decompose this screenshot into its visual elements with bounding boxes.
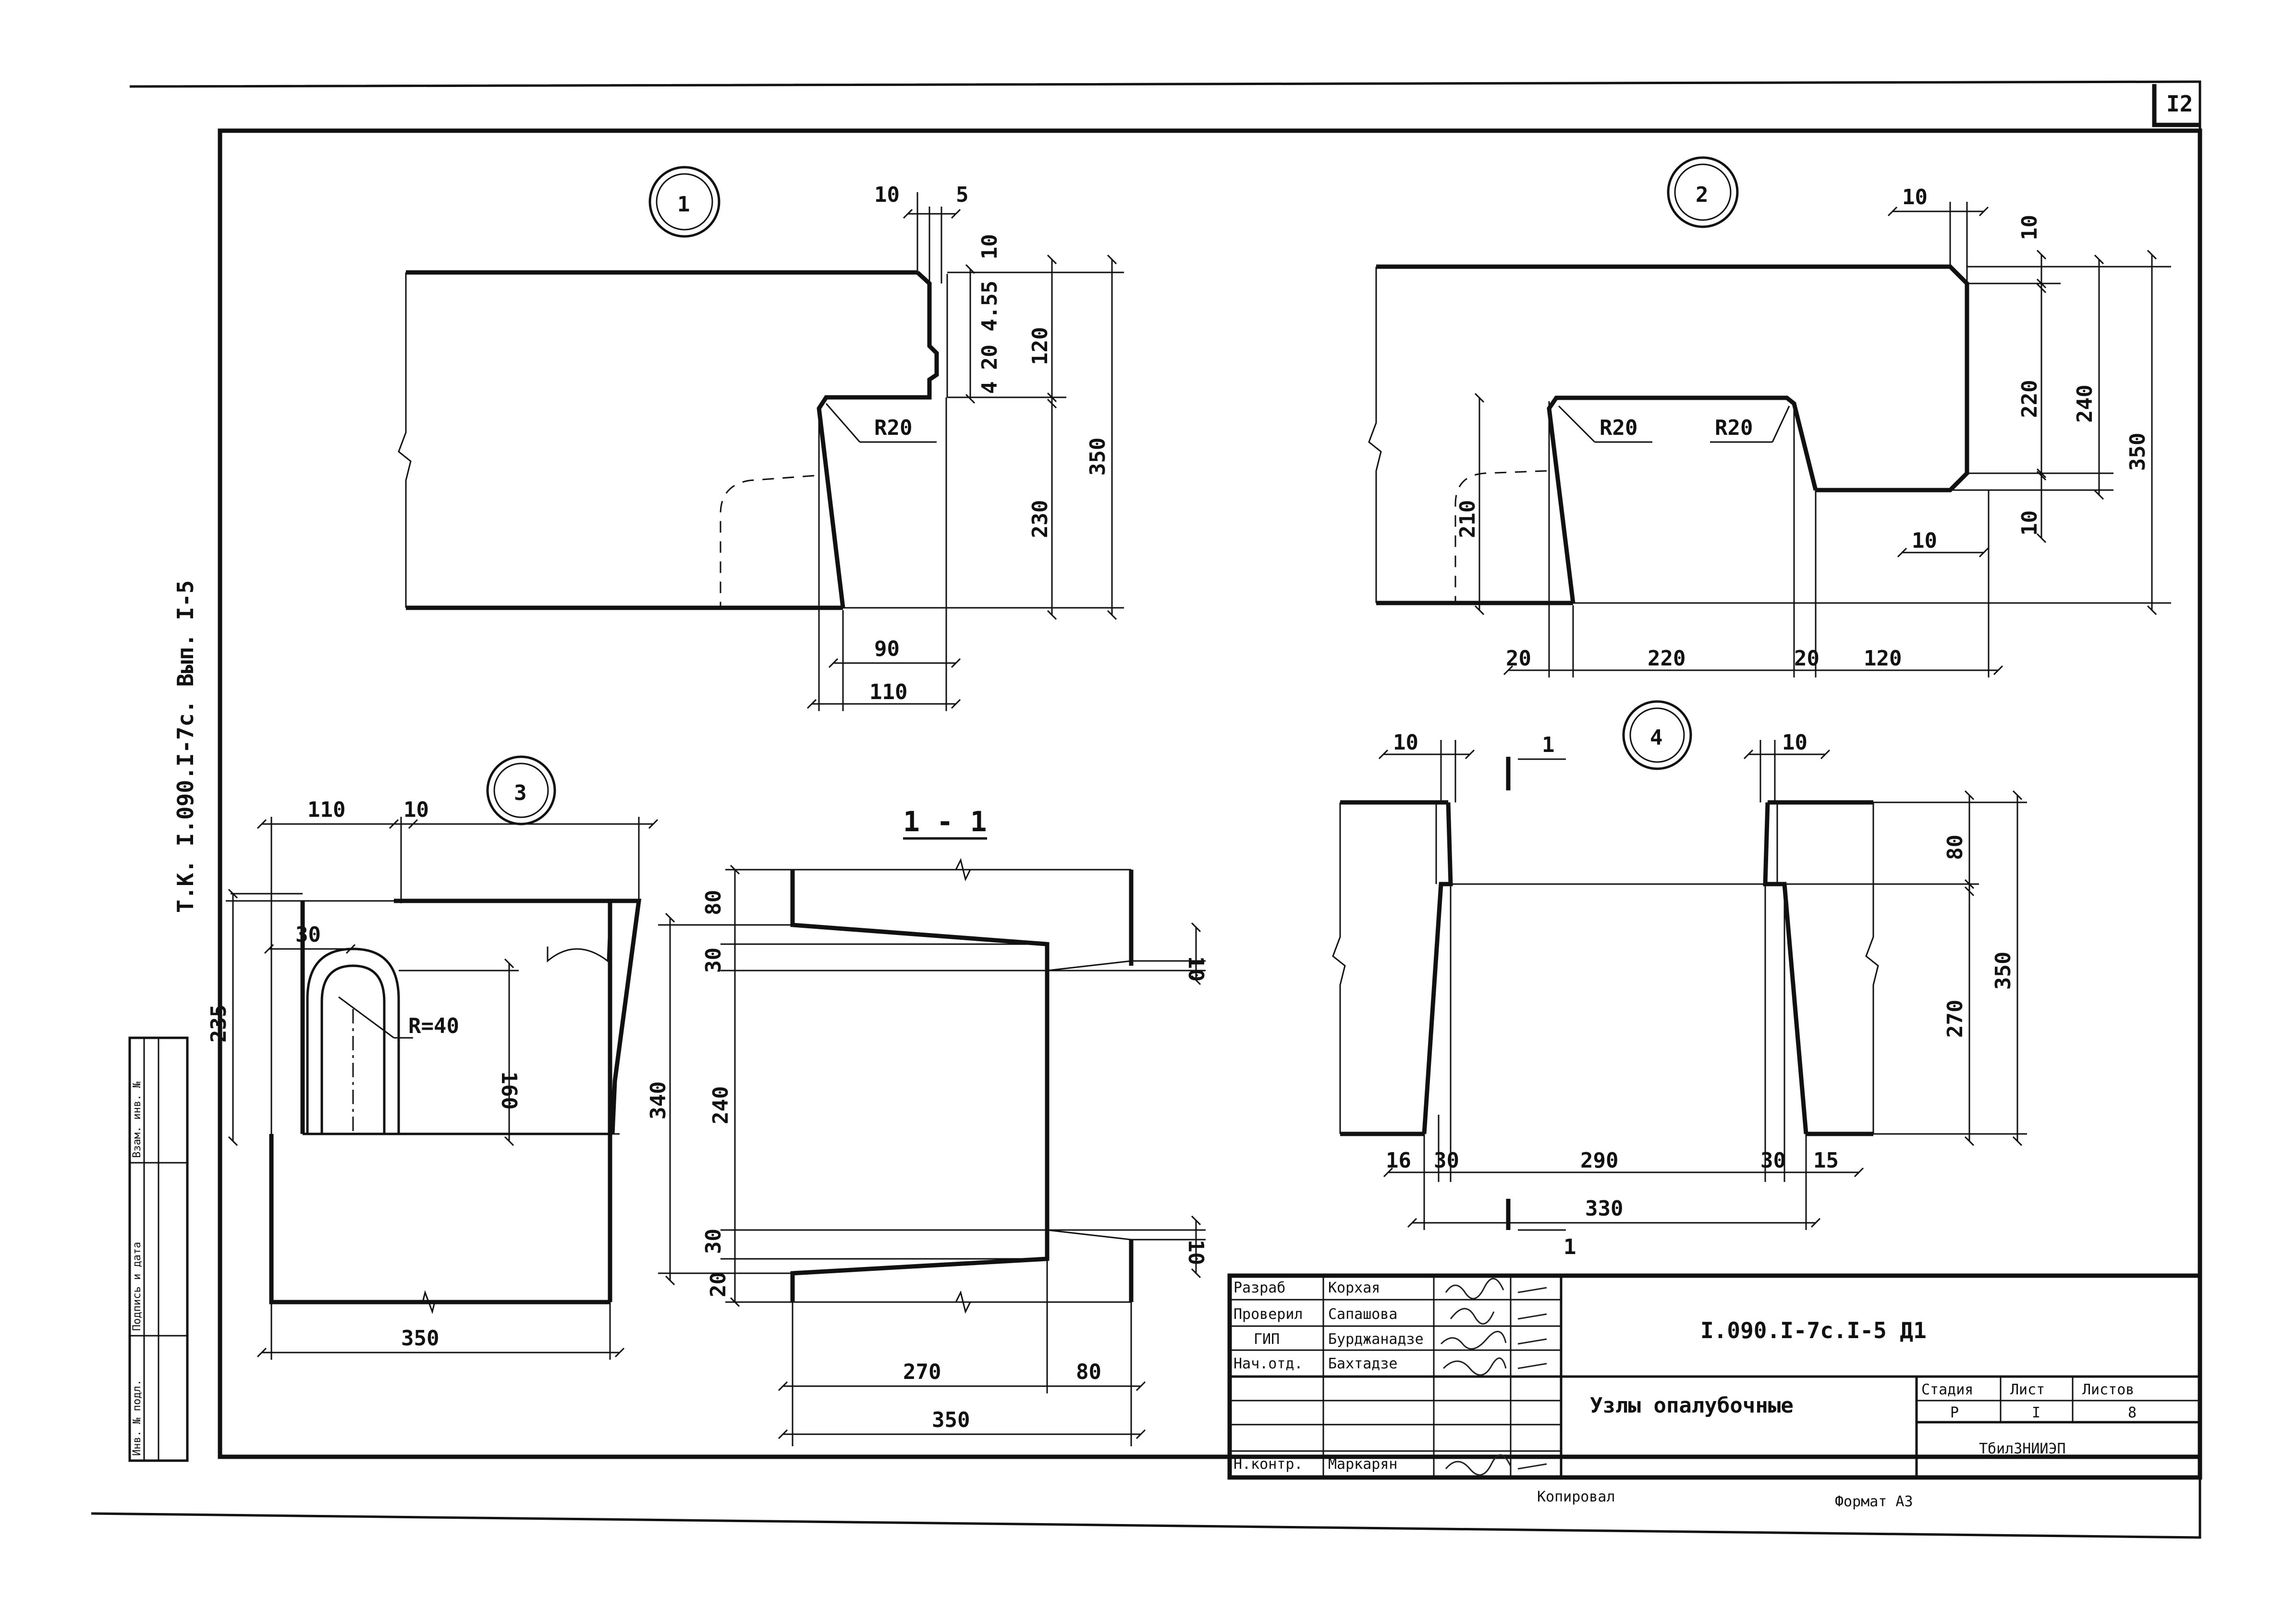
footer-copied: Копировал	[1537, 1489, 1615, 1505]
d3-dim-160: 160	[497, 1071, 521, 1109]
head-sheets: Листов	[2082, 1381, 2134, 1398]
d4-dim-270: 270	[1943, 1000, 1967, 1038]
s11-dim-30a: 30	[701, 947, 726, 973]
head-stage: Стадия	[1921, 1381, 1973, 1398]
d4-dim-80: 80	[1943, 835, 1967, 860]
d4-dim-30a: 30	[1434, 1148, 1459, 1173]
d1-dim-120: 120	[1028, 327, 1052, 365]
role-gip: ГИП	[1254, 1331, 1280, 1348]
d2-dim-120: 120	[1864, 646, 1902, 671]
role-checker: Проверил	[1233, 1306, 1303, 1323]
d2-radius-b: R20	[1715, 416, 1753, 440]
s11-dim-20: 20	[706, 1272, 731, 1297]
d1-dim-350: 350	[1086, 438, 1110, 476]
d4-dim-30b: 30	[1760, 1148, 1786, 1173]
s11-dim-30b: 30	[701, 1229, 726, 1254]
side-stamp: Инв. № подл. Подпись и дата Взам. инв. №	[128, 1036, 189, 1462]
document-code: I.090.I-7с.I-5 Д1	[1700, 1317, 1927, 1343]
d1-dim-10a: 10	[874, 183, 900, 207]
stamp-replace: Взам. инв. №	[131, 1082, 143, 1158]
d4-dim-290: 290	[1580, 1148, 1618, 1173]
d4-dim-330: 330	[1585, 1196, 1623, 1221]
role-head: Нач.отд.	[1233, 1355, 1303, 1372]
signature-marks	[1440, 1278, 1547, 1476]
s11-dim-340: 340	[646, 1082, 671, 1120]
d4-cut-bottom: 1	[1563, 1235, 1576, 1259]
name-checker: Сапашова	[1328, 1306, 1398, 1323]
detail-1-marker: 1	[677, 192, 690, 217]
detail-4: 4 1 1 10	[1332, 700, 2027, 1259]
d3-radius: R=40	[408, 1014, 459, 1038]
d2-dim-20b: 20	[1794, 646, 1820, 671]
detail-3-marker: 3	[514, 781, 527, 805]
sheet-number: I2	[2166, 91, 2193, 117]
stage-value: Р	[1950, 1404, 1959, 1421]
d3-dim-30: 30	[295, 923, 321, 947]
s11-dim-240: 240	[708, 1086, 733, 1124]
d3-dim-10: 10	[403, 798, 429, 822]
sheet-value: I	[2032, 1404, 2040, 1421]
d2-dim-10c: 10	[2017, 510, 2042, 536]
head-sheet: Лист	[2010, 1381, 2045, 1398]
d4-dim-15: 15	[1813, 1148, 1839, 1173]
d2-dim-220b: 220	[1648, 646, 1685, 671]
organization: ТбилЗНИИЭП	[1979, 1440, 2066, 1457]
stamp-inv: Инв. № подл.	[131, 1379, 143, 1456]
s11-dim-350: 350	[932, 1408, 970, 1432]
d1-dim-110: 110	[869, 680, 907, 704]
name-gip: Бурджанадзе	[1328, 1331, 1424, 1348]
section-1-1: 1 - 1 80 30 240 340 30	[646, 805, 1208, 1446]
d2-dim-10a: 10	[1902, 185, 1928, 209]
d1-dim-4: 4	[977, 381, 1002, 394]
document-name: Узлы опалубочные	[1590, 1393, 1794, 1418]
detail-2: 2 10 10 220 240 350 10	[1368, 156, 2171, 677]
d1-dim-10b: 10	[977, 234, 1002, 259]
s11-dim-80b: 80	[1076, 1360, 1101, 1384]
d2-dim-20a: 20	[1506, 646, 1531, 671]
role-developer: Разраб	[1233, 1280, 1285, 1296]
d4-dim-10b: 10	[1782, 730, 1807, 755]
d1-dim-90: 90	[874, 637, 900, 661]
d1-dim-455: 4.55	[977, 281, 1002, 332]
d1-dim-5: 5	[956, 183, 969, 207]
s11-dim-80a: 80	[701, 890, 726, 915]
d3-dim-350: 350	[401, 1326, 439, 1351]
d2-dim-10d: 10	[1912, 529, 1937, 553]
title-block: Разраб Проверил ГИП Нач.отд. Н.контр. Ко…	[1227, 1273, 2202, 1480]
d1-radius: R20	[874, 416, 912, 440]
detail-4-marker: 4	[1650, 726, 1663, 750]
d2-dim-220: 220	[2017, 380, 2042, 418]
role-norm-control: Н.контр.	[1233, 1456, 1303, 1473]
detail-3: 3 110 10 30 235 R=40 160 350	[207, 755, 653, 1360]
d1-dim-230: 230	[1028, 500, 1052, 538]
d4-dim-10a: 10	[1393, 730, 1418, 755]
side-code: Т.К. I.090.I-7с. Вып. I-5	[172, 580, 198, 913]
s11-dim-10a: 10	[1184, 956, 1208, 982]
d4-dim-16: 16	[1386, 1148, 1411, 1173]
outer-frame	[91, 80, 2202, 1539]
d2-radius-a: R20	[1600, 416, 1637, 440]
name-head: Бахтадзе	[1328, 1355, 1398, 1372]
name-norm-control: Маркарян	[1328, 1456, 1398, 1473]
d1-dim-20: 20	[977, 344, 1002, 370]
s11-dim-270: 270	[903, 1360, 941, 1384]
d2-dim-240: 240	[2073, 385, 2097, 423]
footer-format: Формат А3	[1835, 1493, 1913, 1510]
d2-dim-210: 210	[1455, 500, 1480, 538]
section-title: 1 - 1	[903, 805, 987, 838]
d4-dim-350: 350	[1991, 952, 2015, 990]
s11-dim-10b: 10	[1184, 1240, 1208, 1265]
detail-2-marker: 2	[1696, 183, 1709, 207]
d2-dim-10b: 10	[2017, 215, 2042, 240]
sheets-value: 8	[2128, 1404, 2137, 1421]
detail-1: 1 10 5 10 4.55 20 4 120 350 230	[398, 166, 1124, 711]
stamp-sign: Подпись и дата	[131, 1242, 143, 1331]
d2-dim-350: 350	[2125, 433, 2150, 471]
d4-cut-top: 1	[1542, 733, 1555, 757]
name-developer: Корхая	[1328, 1280, 1380, 1296]
d3-dim-110: 110	[307, 798, 345, 822]
d3-dim-235: 235	[207, 1005, 231, 1043]
